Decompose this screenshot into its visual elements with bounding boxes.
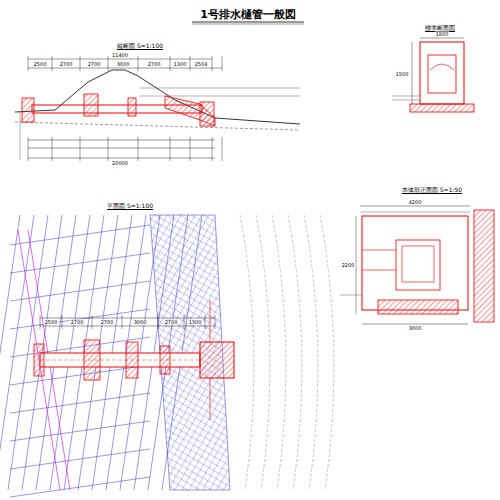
drawing-title: 1号排水樋管一般図: [199, 9, 297, 20]
dimension-value: 2700: [70, 320, 85, 325]
longitudinal-section: [15, 56, 300, 161]
plan-view: [0, 215, 334, 497]
dimension-value: 1300: [188, 320, 203, 325]
dimension-value: 2500: [33, 62, 48, 67]
view-heading: 本体部正面図 S=1:50: [401, 187, 463, 193]
dimension-value: 1800: [435, 32, 450, 37]
dimension-value: 2700: [59, 62, 74, 67]
dimension-value: 1500: [395, 72, 410, 77]
title-underline: [192, 24, 304, 25]
dimension-value: 2500: [44, 320, 59, 325]
title-underline: [192, 22, 304, 23]
front-view: [340, 206, 494, 324]
dimension-value: 20000: [111, 161, 129, 166]
dimension-value: 2700: [147, 62, 162, 67]
dimension-value: 3000: [116, 62, 131, 67]
dimension-value: 3000: [408, 326, 423, 331]
standard-section: [392, 38, 474, 112]
view-heading: 縦断図 S=1:100: [116, 43, 164, 49]
dimension-value: 2700: [100, 320, 115, 325]
view-heading: 標準断面図: [424, 25, 456, 31]
dimension-value: 4200: [408, 200, 423, 205]
dimension-value: 11400: [111, 53, 129, 58]
dimension-value: 3000: [133, 320, 148, 325]
dimension-value: 1300: [173, 62, 188, 67]
dimension-value: 2200: [341, 263, 356, 268]
dimension-value: 2504: [194, 62, 209, 67]
dimension-value: 2700: [87, 62, 102, 67]
view-heading: 平面図 S=1:100: [106, 203, 154, 209]
dimension-value: 2700: [164, 320, 179, 325]
